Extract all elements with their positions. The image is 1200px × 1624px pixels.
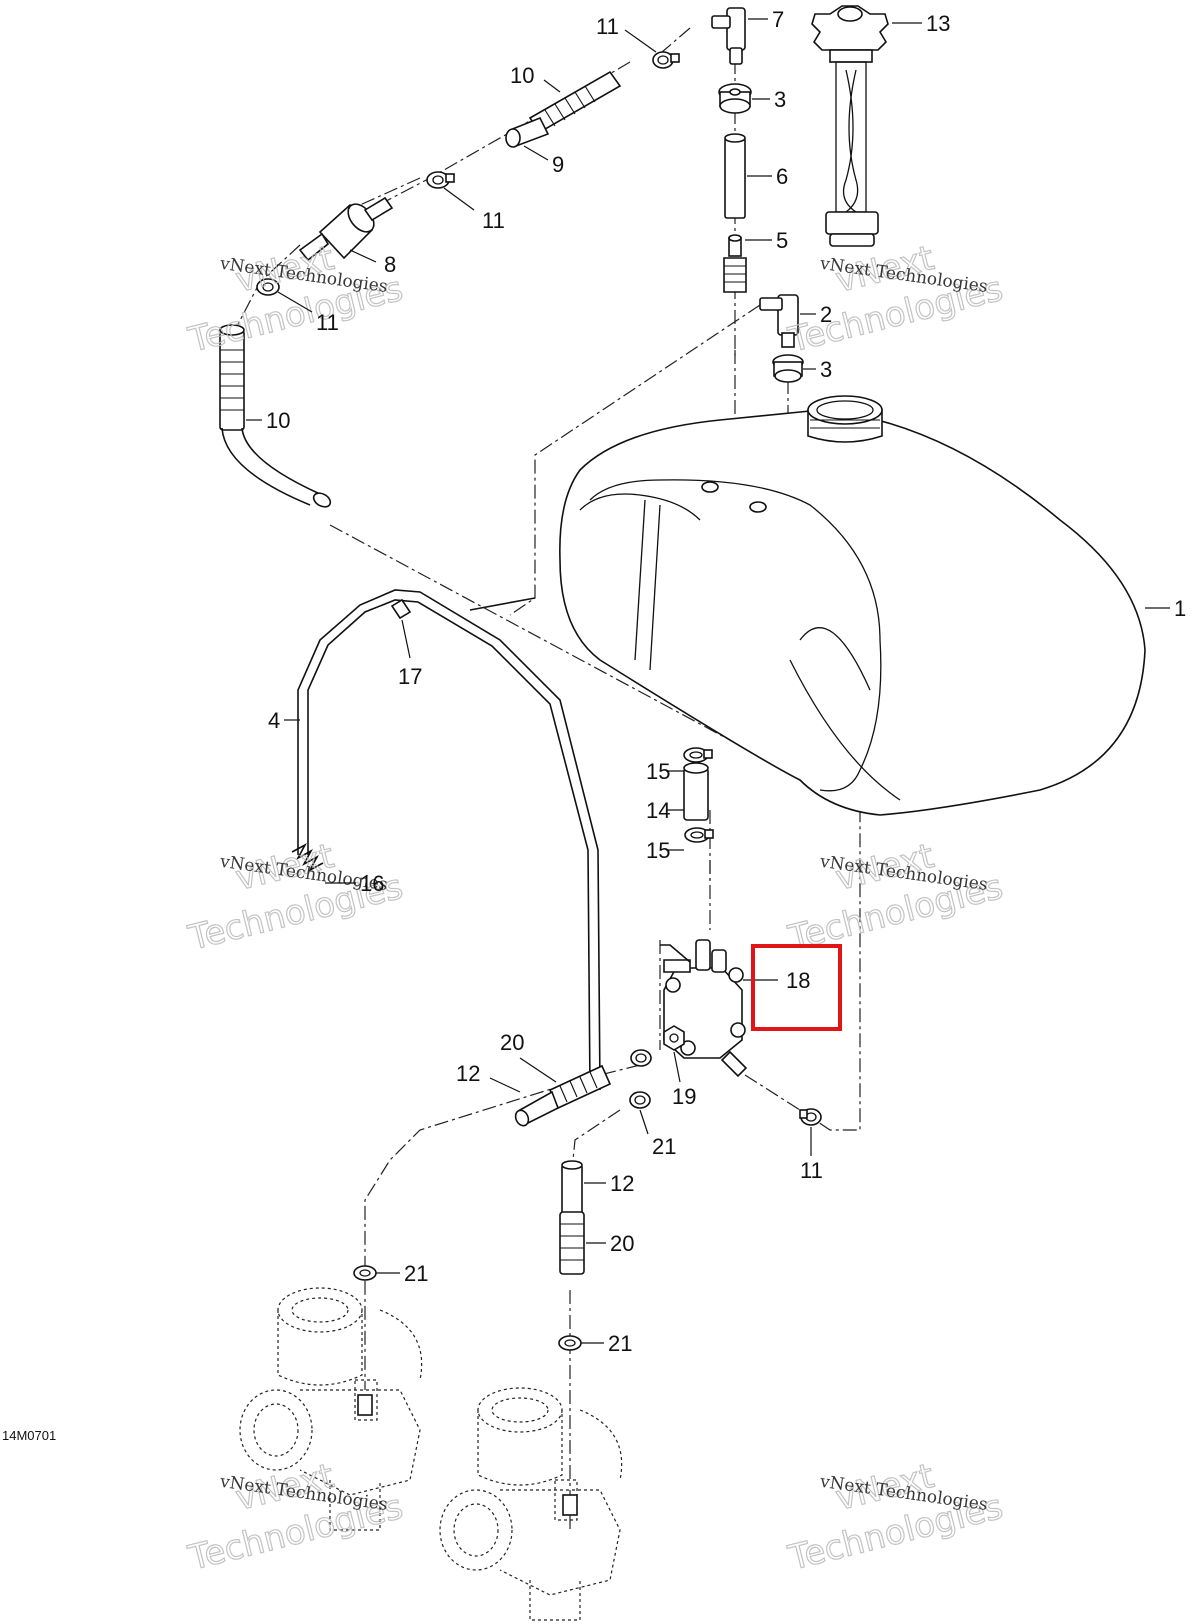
callout-3: 3 bbox=[774, 87, 786, 112]
vent-line-4 bbox=[297, 589, 601, 1091]
fuel-tank-1 bbox=[559, 395, 1146, 816]
grommet-3-top bbox=[718, 83, 752, 114]
clamp-21-lower-left bbox=[353, 1265, 377, 1281]
hose-20-12-middle bbox=[514, 1064, 612, 1127]
callout-9: 9 bbox=[552, 152, 564, 177]
drawing-code: 14M0701 bbox=[2, 1428, 56, 1443]
callout-5: 5 bbox=[776, 228, 788, 253]
elbow-fitting-2 bbox=[759, 294, 799, 348]
callout-2: 2 bbox=[820, 302, 832, 327]
carburetor-left bbox=[239, 1287, 423, 1531]
spring-16 bbox=[291, 843, 324, 872]
fuel-gauge-13 bbox=[811, 5, 889, 247]
fuel-pump-18 bbox=[660, 939, 748, 1078]
watermark-bottom-left: vNext Technologies vNext Technologies bbox=[184, 1455, 408, 1579]
callout-17: 17 bbox=[398, 664, 422, 689]
clamp-11-mid bbox=[426, 171, 455, 189]
callout-14: 14 bbox=[646, 798, 670, 823]
clamp-21-pump-a bbox=[630, 1049, 652, 1067]
callout-19: 19 bbox=[672, 1084, 696, 1109]
callout-11: 11 bbox=[596, 14, 619, 39]
tube-6 bbox=[724, 133, 746, 219]
callout-20: 20 bbox=[500, 1030, 524, 1055]
callout-20: 20 bbox=[610, 1231, 634, 1256]
fuel-filter-8 bbox=[298, 196, 394, 262]
clamp-21-lower-right bbox=[558, 1335, 582, 1351]
callout-1: 1 bbox=[1174, 596, 1186, 621]
callout-4: 4 bbox=[268, 708, 280, 733]
watermark-top-left: vNext Technologies vNext Technologies bbox=[184, 237, 408, 361]
hose-10-left bbox=[219, 324, 332, 508]
clip-17 bbox=[390, 598, 412, 620]
clamp-11-left bbox=[256, 278, 280, 296]
clamp-21-pump-b bbox=[629, 1091, 651, 1109]
callout-10: 10 bbox=[266, 408, 290, 433]
hose-10-top bbox=[505, 70, 622, 148]
callout-21: 21 bbox=[652, 1134, 676, 1159]
grommet-3-lower bbox=[772, 354, 804, 383]
callout-21: 21 bbox=[404, 1261, 428, 1286]
callout-11: 11 bbox=[316, 310, 339, 335]
callout-7: 7 bbox=[772, 7, 784, 32]
callout-6: 6 bbox=[776, 164, 788, 189]
callout-12: 12 bbox=[610, 1171, 634, 1196]
watermark-mid-left: vNext Technologies vNext Technologies bbox=[184, 835, 408, 959]
hose-14 bbox=[683, 762, 709, 821]
callout-18: 18 bbox=[786, 968, 810, 993]
callout-8: 8 bbox=[384, 252, 396, 277]
clamp-15-lower bbox=[684, 827, 714, 843]
vent-valve-5 bbox=[723, 234, 747, 293]
leader-lines bbox=[246, 18, 1170, 1344]
carburetor-right bbox=[439, 1387, 623, 1621]
callout-11: 11 bbox=[800, 1158, 823, 1183]
watermark-mid-right: vNext Technologies vNext Technologies bbox=[784, 835, 1008, 959]
clamp-15-top bbox=[683, 747, 713, 763]
callout-10: 10 bbox=[510, 63, 534, 88]
clamp-11-top bbox=[652, 51, 680, 69]
callout-12: 12 bbox=[456, 1061, 480, 1086]
watermark-top-right: vNext Technologies vNext Technologies bbox=[784, 237, 1008, 361]
callout-15: 15 bbox=[646, 838, 670, 863]
tee-fitting-7 bbox=[711, 7, 746, 65]
watermark-bottom-right: vNext Technologies vNext Technologies bbox=[784, 1455, 1008, 1579]
highlight-box-part-18 bbox=[751, 944, 842, 1031]
callout-3: 3 bbox=[820, 357, 832, 382]
callout-13: 13 bbox=[926, 11, 950, 36]
callout-21: 21 bbox=[608, 1331, 632, 1356]
hose-12-20-vertical bbox=[559, 1160, 585, 1275]
callout-16: 16 bbox=[360, 871, 384, 896]
callout-labels: 7 11 13 10 3 6 9 11 5 8 11 2 3 10 1 17 4… bbox=[266, 7, 1186, 1356]
callout-15: 15 bbox=[646, 759, 670, 784]
callout-11: 11 bbox=[482, 208, 505, 233]
clamp-11-pump bbox=[799, 1108, 822, 1126]
nut-19 bbox=[663, 1025, 685, 1051]
